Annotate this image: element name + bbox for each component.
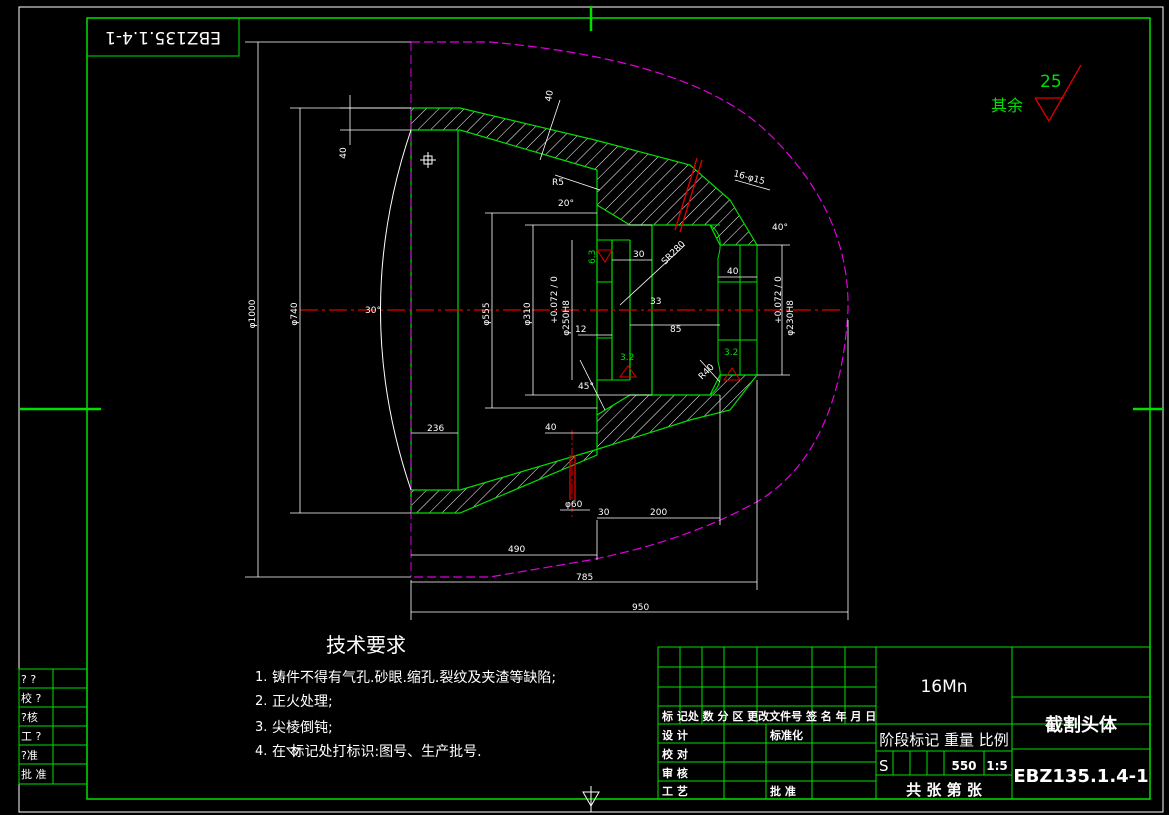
- dim-d740: φ740: [290, 302, 300, 325]
- tech-item-3: 尖棱倒钝;: [272, 720, 333, 736]
- title-block: 16Mn 截割头体 标 记处 数 分 区 更改文件号 签 名 年 月 日 设 计…: [657, 646, 1151, 800]
- mark-symbol-icon: [285, 747, 301, 757]
- sheet-info: 共 张 第 张: [906, 781, 983, 799]
- dim-490: 490: [508, 545, 525, 555]
- dim-33: 33: [650, 297, 661, 307]
- tech-title: 技术要求: [326, 633, 406, 657]
- dim-d250: φ250H8: [562, 300, 572, 336]
- tech-item-1: 铸件不得有气孔.砂眼.缩孔.裂纹及夹渣等缺陷;: [272, 669, 556, 686]
- roughness-mark-icon: [723, 367, 741, 381]
- roughness-mark-2: 3.2: [620, 353, 634, 363]
- dim-12: 12: [575, 325, 586, 335]
- tech-item-2: 正火处理;: [272, 694, 333, 710]
- part-section: [300, 41, 849, 578]
- weight-value: 550: [951, 759, 976, 773]
- dim-950: 950: [632, 603, 649, 613]
- roughness-marks: 6.3 3.2 3.2: [588, 249, 741, 381]
- dim-200: 200: [650, 508, 667, 518]
- roughness-default-label: 其余: [991, 96, 1023, 115]
- dim-236: 236: [427, 424, 444, 434]
- standardize-label: 标准化: [769, 728, 803, 742]
- roughness-mark-3: 3.2: [724, 348, 738, 358]
- left-sig-4: 工 ?: [21, 730, 41, 743]
- dim-30-bottom: 30: [598, 508, 610, 518]
- sheet-frame: [18, 6, 1164, 813]
- roughness-symbol-icon: [1034, 64, 1082, 123]
- dim-ang30: 30°: [365, 306, 381, 316]
- dim-ang45: 45°: [578, 382, 594, 392]
- dim-30-top: 30: [633, 250, 645, 260]
- stage-header: 阶段标记 重量 比例: [879, 731, 1009, 749]
- left-sig-6: 批 准: [21, 767, 47, 781]
- dim-ang20: 20°: [558, 199, 574, 209]
- left-sig-5: ?准: [21, 749, 38, 762]
- roughness-mark-1: 6.3: [588, 250, 598, 264]
- left-sig-1: ? ?: [21, 673, 36, 686]
- dim-85: 85: [670, 325, 681, 335]
- dim-d250-tol: +0.072 / 0: [550, 276, 560, 324]
- approve-label: 批 准: [770, 784, 796, 798]
- left-sig-3: ?核: [21, 710, 38, 724]
- stage-mark: S: [879, 757, 889, 775]
- revision-header: 标 记处 数 分 区 更改文件号 签 名 年 月 日: [661, 709, 876, 723]
- scale-value: 1:5: [986, 759, 1008, 773]
- dim-d230: φ230H8: [786, 300, 796, 336]
- process-label: 工 艺: [662, 784, 688, 798]
- check-label: 校 对: [662, 747, 688, 761]
- dim-40-top: 40: [544, 89, 556, 102]
- left-sig-2: 校 ?: [21, 691, 41, 705]
- left-signature-box: ? ? 校 ? ?核 工 ? ?准 批 准: [18, 668, 88, 785]
- tech-item-1-num: 1.: [255, 670, 267, 685]
- roughness-default: 其余 25: [991, 64, 1082, 123]
- dim-785: 785: [576, 573, 593, 583]
- dimension-lines: [245, 41, 849, 620]
- tech-item-3-num: 3.: [255, 720, 267, 735]
- dim-40-left: 40: [339, 147, 349, 159]
- dim-sr280: SR280: [660, 239, 688, 267]
- dim-d60: φ60: [565, 500, 583, 510]
- dim-d230-tol: +0.072 / 0: [774, 276, 784, 324]
- material: 16Mn: [920, 677, 967, 697]
- part-name: 截割头体: [1045, 714, 1118, 736]
- drawing-number: EBZ135.1.4-1: [1013, 766, 1148, 787]
- roughness-default-value: 25: [1040, 72, 1062, 92]
- dim-hole: 16-φ15: [732, 169, 766, 187]
- tech-item-4-num: 4.: [255, 744, 267, 759]
- tech-requirements: 技术要求 1. 铸件不得有气孔.砂眼.缩孔.裂纹及夹渣等缺陷; 2. 正火处理;…: [255, 633, 556, 760]
- dim-d555: φ555: [482, 302, 492, 325]
- dim-d310: φ310: [523, 302, 533, 325]
- rotated-number-box: EBZ135.1.4-1: [86, 17, 240, 57]
- roughness-mark-icon: [596, 249, 613, 263]
- dim-40-bottom: 40: [545, 423, 557, 433]
- dim-d1000: φ1000: [248, 299, 258, 328]
- tech-item-2-num: 2.: [255, 694, 267, 709]
- rotated-drawing-number: EBZ135.1.4-1: [105, 27, 221, 47]
- dim-40-right: 40: [727, 267, 739, 277]
- design-label: 设 计: [662, 728, 688, 742]
- dimension-texts: φ1000 φ740 φ555 φ310 φ250H8 +0.072 / 0 φ…: [248, 89, 796, 613]
- dim-r40: R40: [697, 362, 717, 382]
- dim-ang40: 40°: [772, 223, 788, 233]
- review-label: 审 核: [662, 766, 688, 780]
- dim-r5: R5: [552, 178, 564, 188]
- tech-item-4: 在 标记处打标识:图号、生产批号.: [272, 743, 482, 760]
- roughness-mark-icon: [619, 365, 637, 378]
